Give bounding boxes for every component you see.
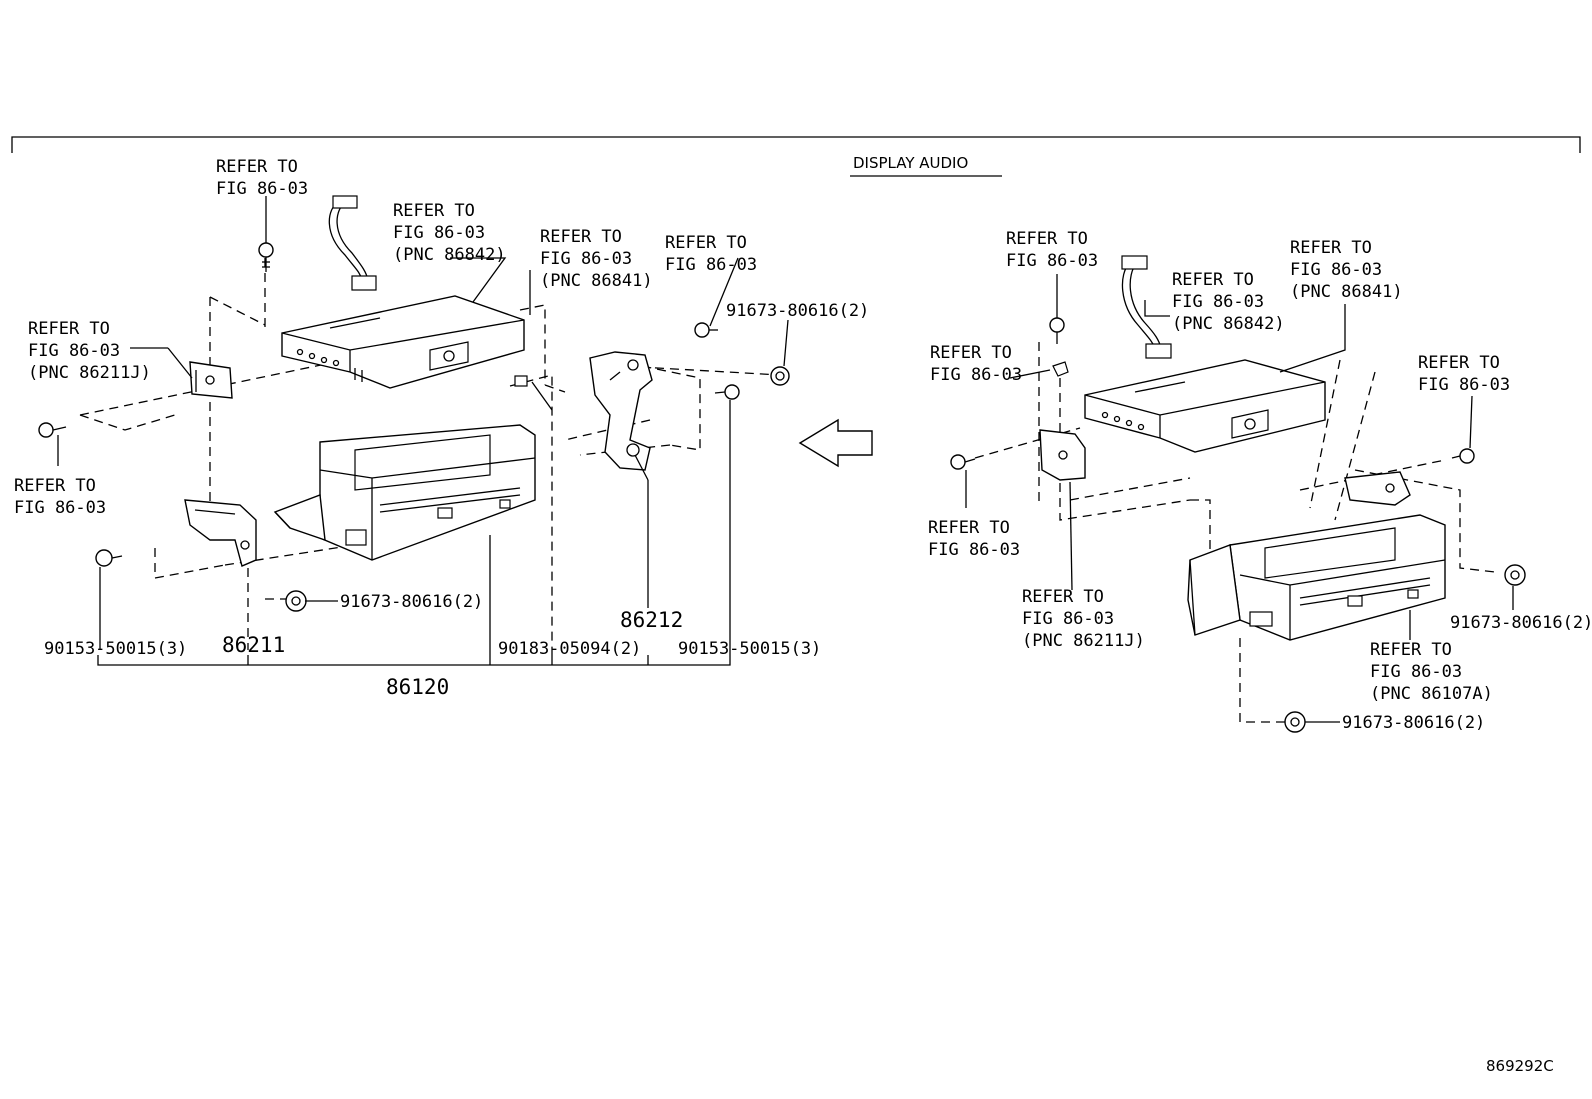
label-nut-bottom-r: 91673-80616(2)	[1342, 713, 1485, 733]
audio-head-unit	[281, 295, 525, 389]
left-exploded-view: REFER TO FIG 86-03 REFER TO FIG 86-03 (P…	[14, 157, 869, 699]
label-refer-bolt-right-r: REFER TO FIG 86-03	[1418, 353, 1510, 395]
label-screw-left: 90153-50015(3)	[44, 639, 187, 659]
label-nut-mid: 91673-80616(2)	[340, 592, 483, 612]
bolt-left-r	[950, 454, 976, 470]
screw-right	[714, 384, 740, 400]
label-refer-display-r: REFER TO FIG 86-03 (PNC 86107A)	[1370, 640, 1493, 704]
label-refer-bracket-r: REFER TO FIG 86-03 (PNC 86211J)	[1022, 587, 1145, 651]
label-refer-clip-r: REFER TO FIG 86-03	[930, 343, 1022, 385]
label-nut-right-r: 91673-80616(2)	[1450, 613, 1592, 633]
bolt-top-r	[1049, 317, 1065, 344]
right-exploded-view: REFER TO FIG 86-03 REFER TO FIG 86-03 (P…	[928, 229, 1592, 733]
view-direction-arrow	[798, 418, 873, 468]
label-nut-top: 91673-80616(2)	[726, 301, 869, 321]
label-screw-right: 90153-50015(3)	[678, 639, 821, 659]
screw-left	[95, 549, 123, 567]
label-refer-bolt-top-r: REFER TO FIG 86-03	[1006, 229, 1098, 271]
label-refer-harness-r: REFER TO FIG 86-03 (PNC 86842)	[1172, 270, 1285, 334]
bolt-top-left	[258, 242, 274, 272]
display-unit-r	[1187, 514, 1446, 641]
label-refer-bolt-left-r: REFER TO FIG 86-03	[928, 518, 1020, 560]
display-unit-86120	[273, 424, 536, 561]
nut-top-right	[770, 366, 790, 386]
section-header: DISPLAY AUDIO	[11, 136, 1581, 177]
label-refer-bolt-right: REFER TO FIG 86-03	[665, 233, 757, 275]
label-refer-unit-r: REFER TO FIG 86-03 (PNC 86841)	[1290, 238, 1403, 302]
bolt-right-r	[1451, 448, 1475, 464]
bracket-86211j-r	[1039, 429, 1086, 481]
clip	[514, 375, 528, 387]
label-bracket-86211: 86211	[222, 633, 285, 657]
label-refer-harness: REFER TO FIG 86-03 (PNC 86842)	[393, 201, 506, 265]
section-title: DISPLAY AUDIO	[853, 154, 968, 172]
label-refer-bolt-top: REFER TO FIG 86-03	[216, 157, 308, 199]
bracket-86211	[184, 499, 257, 567]
audio-head-unit-r	[1084, 359, 1326, 453]
wire-harness-r	[1121, 255, 1172, 359]
bracket-r	[1344, 471, 1411, 506]
bolt-left	[38, 422, 67, 438]
wire-harness	[328, 195, 377, 291]
figure-code: 869292C	[1486, 1057, 1554, 1075]
bracket-86211j	[189, 361, 233, 399]
clip-r	[1052, 361, 1069, 377]
nut-right-r	[1504, 564, 1526, 586]
nut-bottom-r	[1284, 711, 1306, 733]
label-clip: 90183-05094(2)	[498, 639, 641, 659]
label-bracket-86212: 86212	[620, 608, 683, 632]
label-refer-bracket: REFER TO FIG 86-03 (PNC 86211J)	[28, 319, 151, 383]
label-assembly: 86120	[386, 675, 449, 699]
bracket-86212	[589, 351, 653, 471]
bolt-top-right	[694, 322, 718, 338]
nut-mid	[285, 590, 307, 612]
label-refer-unit: REFER TO FIG 86-03 (PNC 86841)	[540, 227, 653, 291]
label-refer-bolt-left: REFER TO FIG 86-03	[14, 476, 106, 518]
